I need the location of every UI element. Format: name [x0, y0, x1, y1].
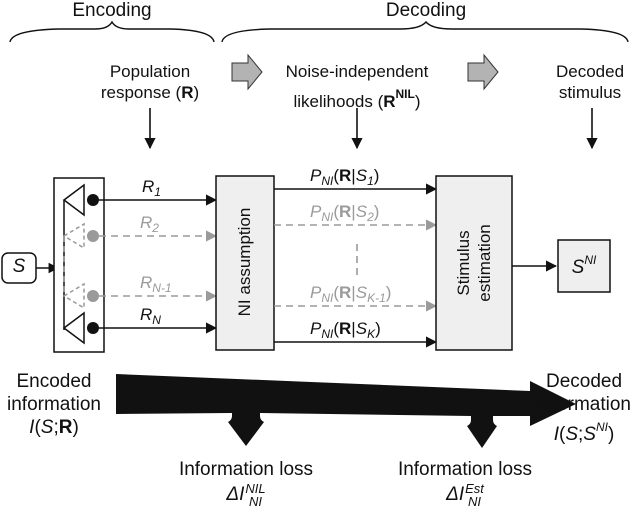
- decoded-information-label: Decoded information I(S;SNI): [537, 371, 631, 445]
- response-label-r2: R2: [140, 213, 159, 235]
- ni-assumption-box: [215, 175, 275, 351]
- chevron-arrow-icon: [467, 53, 499, 91]
- neuron-n-minus-1: [62, 282, 99, 310]
- encoded-information-label: Encoded information I(S;R): [7, 371, 101, 438]
- likelihood-label-s2: PNI(R|S2): [310, 202, 380, 224]
- neuron-1: [62, 183, 99, 217]
- encoding-header: Encoding: [72, 0, 152, 21]
- response-label-rn: RN: [140, 305, 161, 327]
- decoding-brace: [221, 20, 629, 43]
- response-label-r1: R1: [142, 177, 161, 199]
- likelihood-label-sk-1: PNI(R|SK-1): [310, 283, 392, 305]
- information-flow-arrow: [116, 374, 576, 448]
- neuron-n: [62, 311, 99, 345]
- decoding-header: Decoding: [385, 0, 467, 21]
- stage-nil-likelihoods: Noise-independent likelihoods (RNIL): [285, 62, 429, 111]
- chevron-arrow-icon: [231, 53, 263, 91]
- response-label-rn-1: RN-1: [140, 273, 172, 295]
- output-label: SNI: [571, 253, 597, 278]
- stimulus-estimation-label: Stimulus estimation: [454, 224, 494, 302]
- output-box: [557, 239, 611, 293]
- likelihood-label-sk: PNI(R|SK): [310, 319, 381, 341]
- encoding-brace: [9, 20, 215, 43]
- neuron-2: [62, 222, 99, 250]
- stimulus-estimation-box: [435, 175, 513, 351]
- stage-population-response: Population response (R): [100, 62, 200, 102]
- stimulus-label: S: [12, 256, 26, 277]
- likelihood-label-s1: PNI(R|S1): [310, 166, 380, 188]
- ni-assumption-label: NI assumption: [235, 207, 254, 317]
